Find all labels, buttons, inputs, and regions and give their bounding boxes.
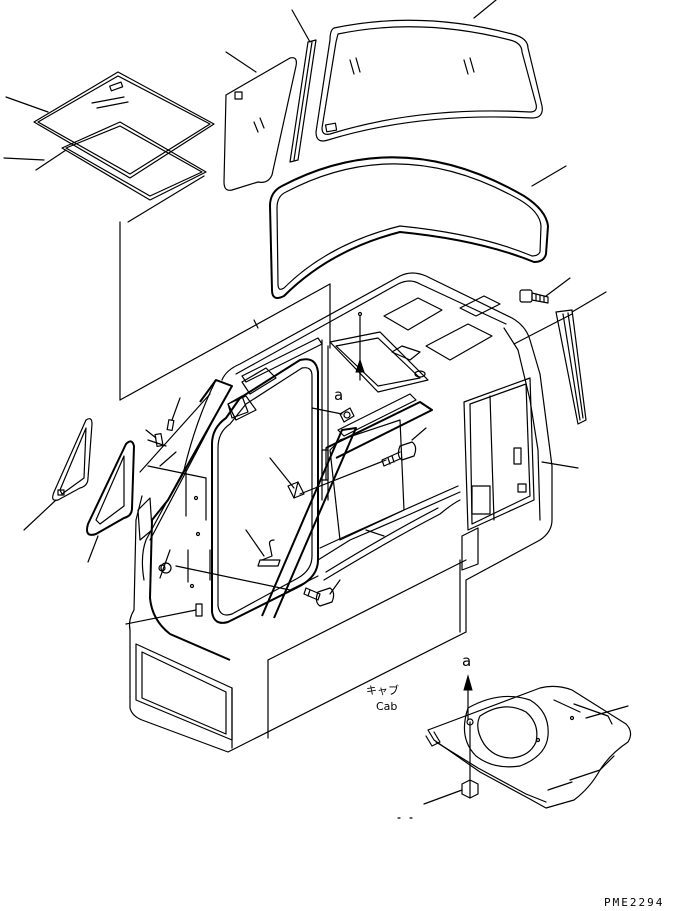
cab-label-jp: キャブ xyxy=(366,683,399,697)
clip-left xyxy=(145,429,164,448)
leader-line xyxy=(87,535,99,563)
view-a-arrow-bottom xyxy=(463,674,473,721)
leader-line xyxy=(245,529,265,557)
leader-line xyxy=(365,529,385,537)
leader-line xyxy=(411,427,427,441)
leader-line xyxy=(269,457,295,489)
leader-line xyxy=(571,291,607,313)
leader-line xyxy=(299,459,387,495)
rear-rail xyxy=(555,309,587,425)
leader-line xyxy=(329,579,341,595)
small-block xyxy=(195,603,203,617)
wedge-block xyxy=(227,395,257,421)
leader-line xyxy=(225,51,257,73)
clip-upper-left xyxy=(166,397,181,432)
leader-line xyxy=(423,789,463,805)
corner-glass-left xyxy=(52,418,93,501)
reference-line xyxy=(119,283,331,401)
bolt-upper-right xyxy=(519,289,549,304)
view-a-arrow-top xyxy=(355,311,365,381)
leader-line xyxy=(541,461,579,469)
leader-line xyxy=(473,0,497,19)
leader-line xyxy=(531,165,567,187)
roof-glass xyxy=(33,71,215,179)
leader-line xyxy=(513,313,573,345)
leader-line xyxy=(5,96,49,113)
corner-glass-seal xyxy=(86,440,135,536)
leader-line xyxy=(23,499,57,531)
drawing-code: PME2294 xyxy=(604,896,664,909)
front-window-glass xyxy=(315,19,543,142)
cab-label-en: Cab xyxy=(376,700,397,713)
floor-mat xyxy=(425,685,632,809)
leader-line xyxy=(311,407,343,415)
front-window-seal xyxy=(269,156,549,299)
bolt-lower xyxy=(303,587,335,607)
leader-line xyxy=(3,157,45,161)
leader-line xyxy=(545,277,571,297)
view-label-bottom: a xyxy=(462,652,471,670)
glass-strip xyxy=(289,39,317,163)
leader-line xyxy=(585,705,629,719)
bolt-middle xyxy=(381,441,417,467)
hook-latch xyxy=(257,539,281,567)
view-label-top: a xyxy=(334,386,343,404)
floor-nut xyxy=(461,721,479,799)
nut-mid xyxy=(339,407,355,423)
leader-line xyxy=(253,319,259,329)
roof-glass-seal xyxy=(35,121,207,223)
latch-clip xyxy=(287,481,305,499)
cab-body xyxy=(128,272,553,753)
leader-line xyxy=(125,609,197,625)
upper-door-glass xyxy=(223,57,297,191)
leader-line xyxy=(291,9,311,43)
